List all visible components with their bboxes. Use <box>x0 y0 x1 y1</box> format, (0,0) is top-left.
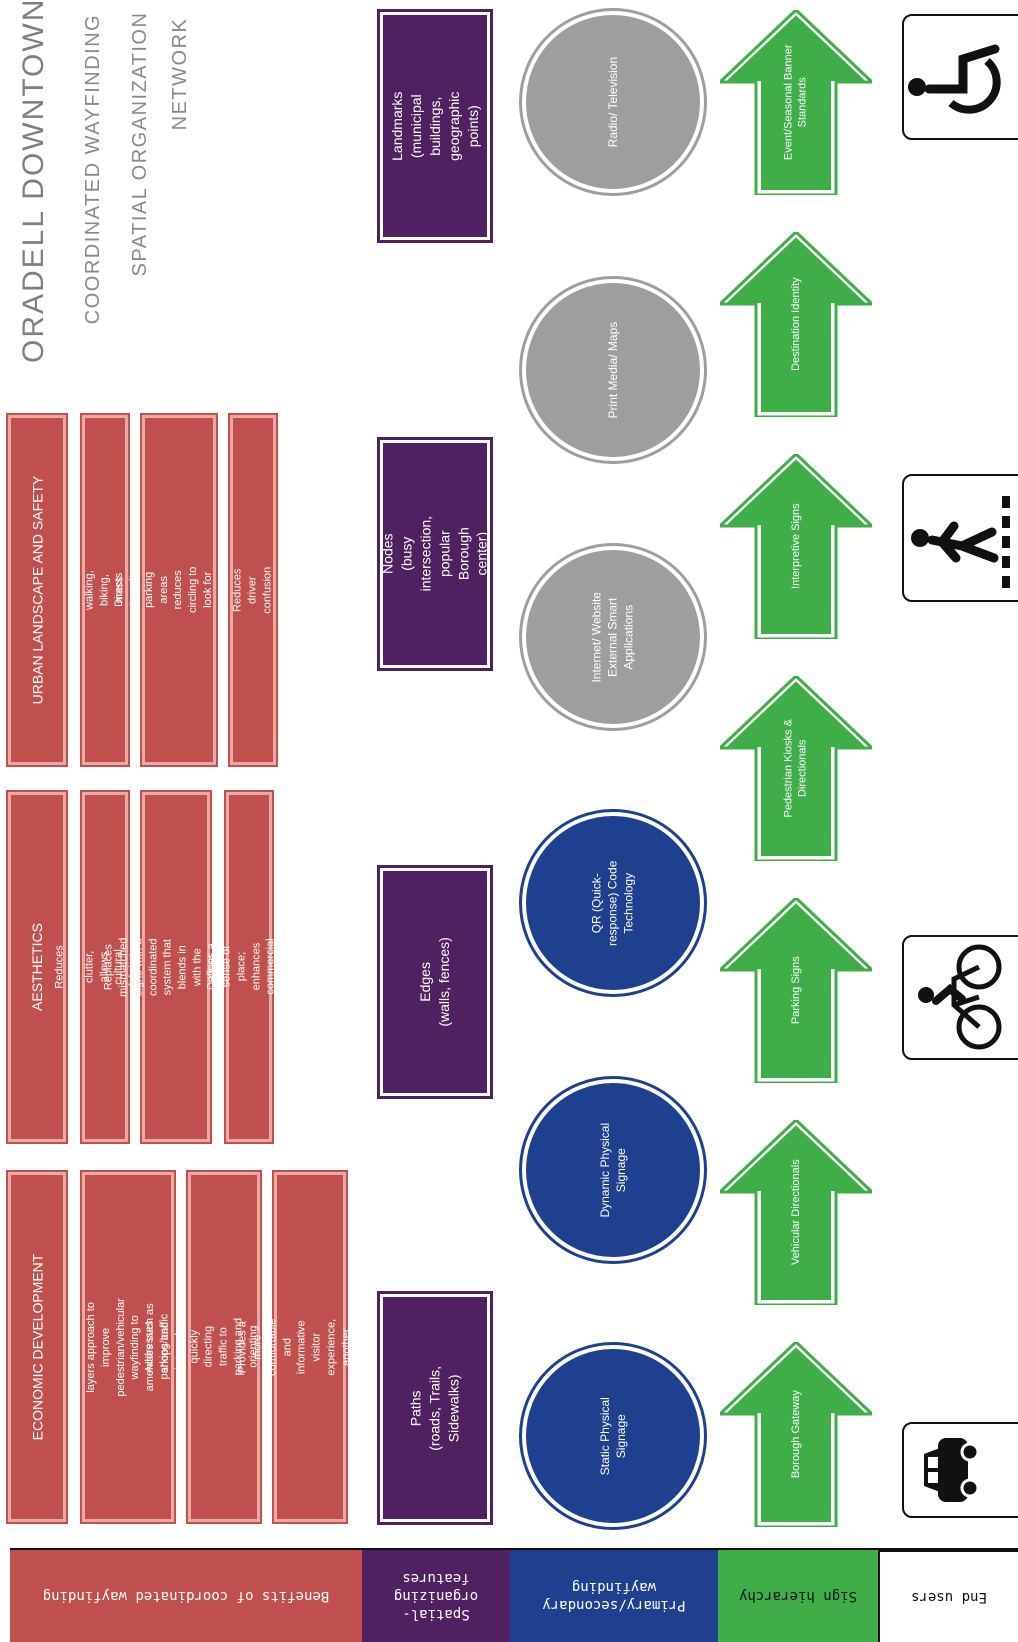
benefit-heading-urban: URBAN LANDSCAPE AND SAFETY <box>6 413 68 767</box>
band-label-end-users: End users <box>911 1589 987 1606</box>
spatial-feature-detail: (municipal buildings, geographic points) <box>407 91 481 161</box>
sign-hierarchy-label: Event/Seasonal Banner Standards <box>782 44 809 161</box>
sign-hierarchy-arrow: Event/Seasonal Banner Standards <box>716 7 876 197</box>
bands-frame <box>10 1548 1018 1550</box>
page-subtitle-3: NETWORK <box>168 17 191 131</box>
page-subtitle-1: COORDINATED WAYFINDING <box>81 13 104 325</box>
band-label-wayfinding: Primary/secondary wayfinding <box>542 1579 686 1614</box>
wayfinding-static-physical-signage: Static Physical Signage <box>519 1342 707 1530</box>
band-spatial: Spatial-organizing features <box>362 1550 510 1642</box>
spatial-feature-paths: Paths(roads, Trails, Sidewalks) <box>377 1291 493 1525</box>
sign-hierarchy-arrow: Interpretive Signs <box>716 451 876 641</box>
bicycle-icon <box>902 935 1018 1060</box>
sign-hierarchy-label: Vehicular Directionals <box>789 1159 802 1266</box>
spatial-feature-name: Nodes <box>379 533 396 575</box>
sign-hierarchy-arrow: Vehicular Directionals <box>716 1117 876 1307</box>
benefit-item: Promotes walking, biking, mass transit <box>69 413 140 767</box>
sign-hierarchy-arrow: Destination Identity <box>716 229 876 419</box>
spatial-feature-name: Landmarks <box>388 91 405 161</box>
band-label-benefits: Benefits of coordinated wayfinding <box>42 1588 330 1605</box>
sign-hierarchy-label: Pedestrian Kiosks & Directionals <box>782 719 809 818</box>
wayfinding-qr-code: QR (Quick-response) Code Technology <box>519 809 707 997</box>
sign-hierarchy-label: Borough Gateway <box>789 1390 802 1479</box>
benefit-item: Defines a sense of place; enhances comme… <box>205 790 292 1144</box>
benefit-heading-economic: ECONOMIC DEVELOPMENT <box>6 1170 68 1524</box>
benefit-item: Replaces mismatched signs with a coordin… <box>103 790 248 1144</box>
benefit-heading-aesthetics: AESTHETICS <box>6 790 68 1144</box>
benefit-item: Provides a more comfortable and informat… <box>237 1170 382 1524</box>
benefit-item: Reduces driver confusion <box>228 413 278 767</box>
wayfinding-radio-television: Radio/ Television <box>519 8 707 196</box>
pedestrian-icon <box>902 474 1018 602</box>
band-end-users: End users <box>878 1550 1018 1642</box>
spatial-feature-detail: (walls, fences) <box>436 937 452 1027</box>
car-icon <box>902 1422 1018 1518</box>
spatial-feature-name: Edges <box>417 962 434 1002</box>
sign-hierarchy-label: Destination Identity <box>789 277 802 372</box>
benefit-item: Addresses parking/traffic issues by quic… <box>143 1170 304 1524</box>
spatial-feature-nodes: Nodes(busy intersection, popular Borough… <box>377 437 493 671</box>
wayfinding-dynamic-physical-signage: Dynamic Physical Signage <box>519 1076 707 1264</box>
page-title: ORADELL DOWNTOWN <box>17 0 50 363</box>
sign-hierarchy-arrow: Borough Gateway <box>716 1339 876 1529</box>
sign-hierarchy-arrow: Pedestrian Kiosks & Directionals <box>716 673 876 863</box>
spatial-feature-detail: (busy intersection, popular Borough cent… <box>398 516 490 592</box>
band-sign-hierarchy: Sign hierarchy <box>718 1550 878 1642</box>
sign-hierarchy-label: Interpretive Signs <box>789 503 802 590</box>
sign-hierarchy-label: Parking Signs <box>789 956 802 1025</box>
wayfinding-internet-website: Internet/ Website External Smart Applica… <box>519 543 707 731</box>
spatial-feature-name: Paths <box>407 1390 424 1426</box>
spatial-feature-landmarks: Landmarks(municipal buildings, geographi… <box>377 9 493 243</box>
benefit-item: Directs cars to parking areas reduces ci… <box>113 413 244 767</box>
page-subtitle-2: SPATIAL ORGANIZATION <box>128 11 151 277</box>
wheelchair-icon <box>902 14 1018 140</box>
spatial-feature-edges: Edges(walls, fences) <box>377 865 493 1099</box>
benefit-item: Reduces visual clutter, allows cultural … <box>54 790 155 1144</box>
band-wayfinding: Primary/secondary wayfinding <box>510 1550 718 1642</box>
band-benefits: Benefits of coordinated wayfinding <box>10 1550 362 1642</box>
sign-hierarchy-arrow: Parking Signs <box>716 895 876 1085</box>
band-label-sign-hierarchy: Sign hierarchy <box>739 1588 858 1605</box>
wayfinding-print-media: Print Media/ Maps <box>519 276 707 464</box>
spatial-feature-detail: (roads, Trails, Sidewalks) <box>426 1365 462 1451</box>
band-label-spatial: Spatial-organizing features <box>393 1569 479 1623</box>
benefit-item: Establishes a multi-layers approach to i… <box>70 1170 186 1524</box>
